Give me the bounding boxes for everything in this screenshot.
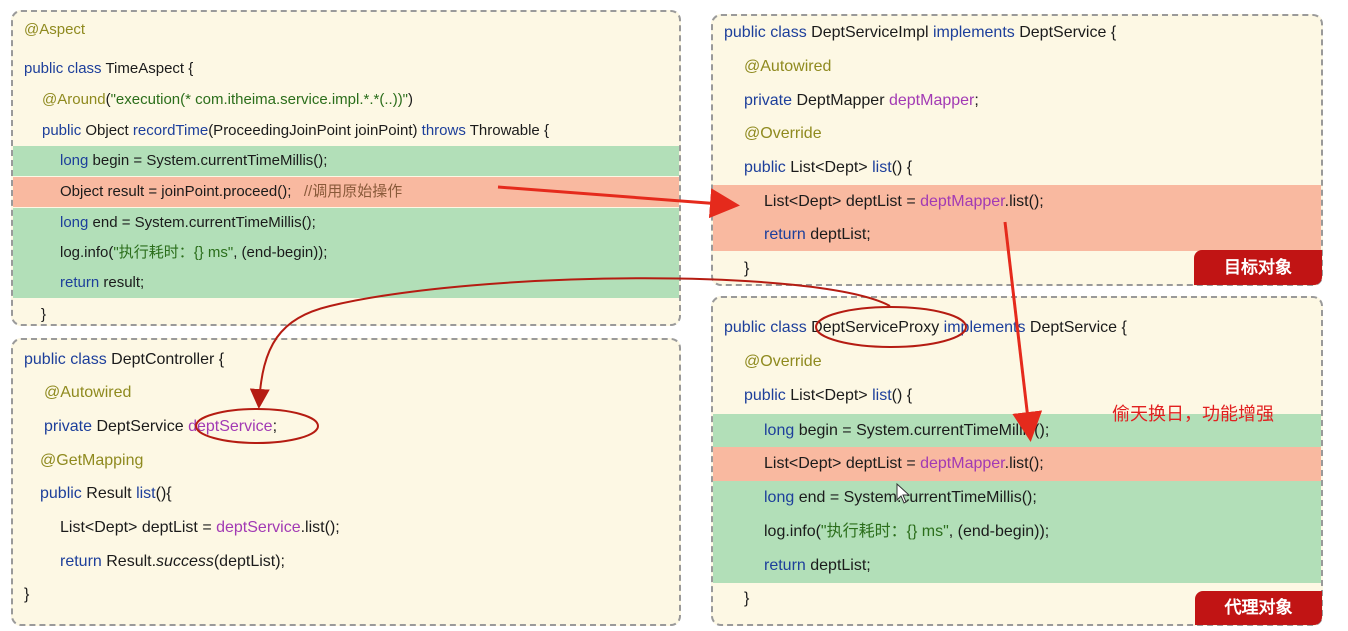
proxy-return-line: return deptList; <box>713 549 1321 583</box>
dept-mapper-field: private DeptMapper deptMapper; <box>744 92 979 109</box>
proxy-object-tag: 代理对象 <box>1195 591 1322 625</box>
autowired-annotation: @Autowired <box>744 58 832 75</box>
around-annotation: @Around("execution(* com.itheima.service… <box>42 91 414 108</box>
return-success-line: return Result.success(deptList); <box>60 553 285 570</box>
dept-service-impl-card: public class DeptServiceImpl implements … <box>711 14 1323 286</box>
dept-list-line: List<Dept> deptList = deptService.list()… <box>60 519 340 536</box>
getmapping-annotation: @GetMapping <box>40 452 144 469</box>
dept-controller-class-decl: public class DeptController { <box>24 351 225 368</box>
mouse-cursor-icon <box>896 482 911 504</box>
dept-service-field: private DeptService deptService; <box>44 418 278 435</box>
record-time-method-decl: public Object recordTime(ProceedingJoinP… <box>42 122 549 139</box>
override-annotation: @Override <box>744 125 822 142</box>
target-object-tag: 目标对象 <box>1194 250 1322 285</box>
enhancement-note: 偷天换日，功能增强 <box>1112 404 1274 424</box>
closing-brace: } <box>744 590 750 607</box>
impl-list-method-decl: public List<Dept> list() { <box>744 159 913 176</box>
proxy-end-line: long end = System.currentTimeMillis(); <box>713 481 1321 515</box>
proxy-class-decl: public class DeptServiceProxy implements… <box>724 319 1127 336</box>
impl-return-line: return deptList; <box>713 218 1321 251</box>
impl-dept-list-line: List<Dept> deptList = deptMapper.list(); <box>713 185 1321 218</box>
begin-line: long begin = System.currentTimeMillis(); <box>13 146 679 176</box>
end-line: long end = System.currentTimeMillis(); <box>13 208 679 238</box>
time-aspect-card: @Aspect public class TimeAspect { @Aroun… <box>11 10 681 326</box>
return-result-line: return result; <box>13 268 679 298</box>
time-aspect-class-decl: public class TimeAspect { <box>24 60 194 77</box>
impl-class-decl: public class DeptServiceImpl implements … <box>724 24 1117 41</box>
dept-service-proxy-card: public class DeptServiceProxy implements… <box>711 296 1323 626</box>
proxy-log-line: log.info("执行耗时：{} ms", (end-begin)); <box>713 515 1321 549</box>
proceed-line: Object result = joinPoint.proceed(); //调… <box>13 177 679 207</box>
proxy-class-name: DeptServiceProxy <box>811 319 940 336</box>
proxy-list-method-decl: public List<Dept> list() { <box>744 387 913 404</box>
proxy-class-name-circle <box>815 306 967 348</box>
target-to-proxy-arrow <box>1003 221 1043 442</box>
closing-brace: } <box>24 586 30 603</box>
autowired-annotation: @Autowired <box>44 384 132 401</box>
closing-brace: } <box>41 306 47 323</box>
proxy-injection-curve <box>249 277 891 409</box>
proceed-to-target-arrow <box>497 185 740 219</box>
dept-service-field-circle <box>195 408 319 444</box>
log-line: log.info("执行耗时：{} ms", (end-begin)); <box>13 238 679 268</box>
proxy-dept-list-line: List<Dept> deptList = deptMapper.list(); <box>713 447 1321 481</box>
closing-brace: } <box>744 260 750 277</box>
aspect-annotation: @Aspect <box>24 21 86 38</box>
override-annotation: @Override <box>744 353 822 370</box>
dept-controller-card: public class DeptController { @Autowired… <box>11 338 681 626</box>
list-method-decl: public Result list(){ <box>40 485 172 502</box>
